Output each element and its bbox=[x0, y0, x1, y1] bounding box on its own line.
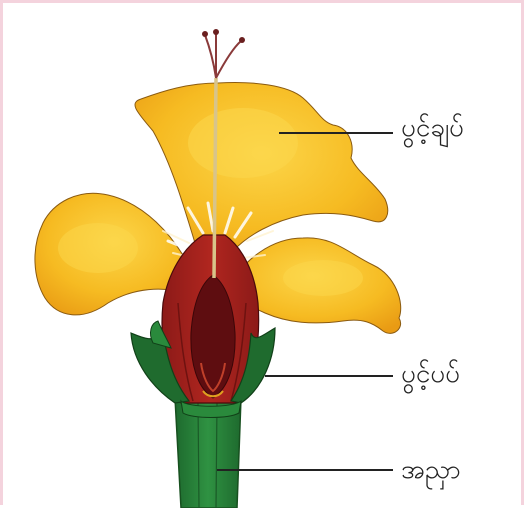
label-sepal: ပွင့်ပပ် bbox=[401, 361, 460, 387]
stigma-3 bbox=[239, 37, 245, 43]
stigma-2 bbox=[213, 29, 219, 35]
label-stalk: အညှာ bbox=[401, 457, 461, 483]
label-petal: ပွင့်ချပ် bbox=[401, 115, 464, 141]
style bbox=[214, 78, 216, 278]
stigma-1 bbox=[202, 31, 208, 37]
flower-diagram bbox=[3, 3, 524, 508]
